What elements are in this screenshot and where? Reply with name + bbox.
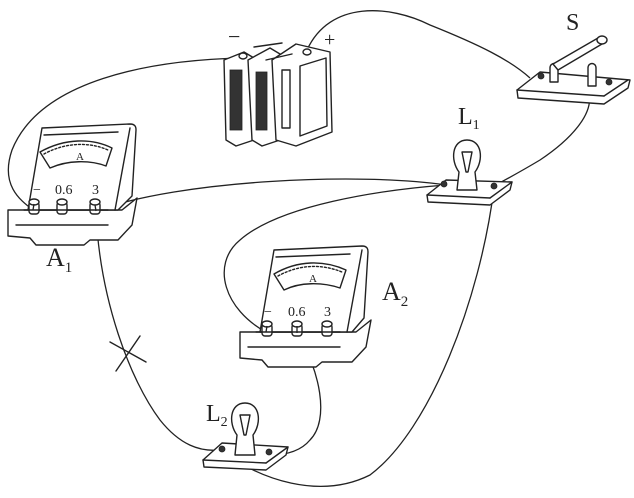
lamp-l2-bulb	[230, 402, 260, 456]
wire-a2-neg-to-l1-left	[223, 184, 447, 333]
lamp-l2-label: L2	[206, 401, 228, 430]
wire-l1-right-to-l2-loop	[219, 187, 495, 487]
ammeter-a2-terminal-label-06: 0.6	[288, 305, 306, 320]
ammeter-a1-label: A1	[46, 243, 72, 276]
lamp-l1: L1	[426, 104, 513, 206]
battery-neg-terminal	[238, 52, 248, 60]
ammeter-a2-terminal-label-3: 3	[324, 305, 331, 320]
ammeter-a1-dial-unit: A	[76, 151, 84, 163]
lamp-l1-bulb	[452, 139, 482, 191]
ammeter-a1-terminal-label-neg: −	[33, 183, 41, 198]
switch: S	[516, 10, 631, 105]
battery-cell-3	[271, 43, 333, 147]
ammeter-a2: A − 0.6 3 A2	[239, 245, 408, 368]
ammeter-a1: A − 0.6 3 A1	[7, 123, 138, 276]
wire-battery-neg-to-a1-neg	[7, 57, 244, 211]
ammeter-a1-terminal-label-06: 0.6	[55, 183, 73, 198]
ammeter-a2-dial	[273, 262, 347, 291]
switch-label: S	[566, 10, 579, 36]
wire-battery-pos-to-switch	[306, 10, 531, 79]
battery-pos-terminal	[302, 48, 312, 56]
ammeter-a1-terminal-neg[interactable]	[28, 198, 40, 215]
ammeter-a2-label: A2	[382, 277, 408, 310]
cross-mark	[109, 335, 147, 372]
ammeter-a2-dial-unit: A	[309, 273, 317, 285]
ammeter-a2-terminal-label-neg: −	[264, 305, 272, 320]
ammeter-a2-terminal-neg[interactable]	[261, 320, 273, 337]
lamp-l1-label: L1	[458, 104, 480, 133]
wire-a1-3-to-l1-left	[95, 178, 447, 212]
ammeter-a1-terminal-label-3: 3	[92, 183, 99, 198]
ammeter-a1-dial	[39, 140, 113, 169]
wire-a1-3-to-l2-left	[95, 212, 221, 451]
battery-pos-sign: +	[324, 29, 335, 51]
ammeter-a1-terminal-06[interactable]	[56, 198, 68, 215]
ammeter-a2-terminal-3[interactable]	[321, 320, 333, 337]
lamp-l2: L2	[202, 401, 289, 471]
battery: − +	[223, 24, 335, 147]
wire-switch-to-l1	[493, 85, 591, 187]
battery-neg-sign: −	[228, 24, 240, 49]
